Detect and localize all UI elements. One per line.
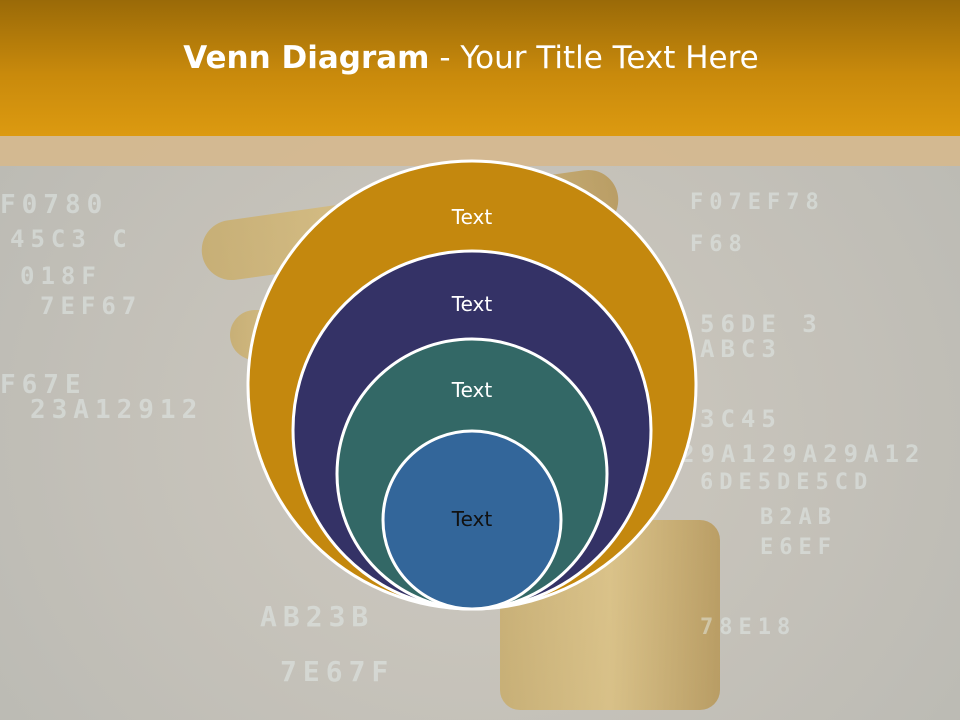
circle-inner xyxy=(381,429,563,611)
slide-title: Venn Diagram - Your Title Text Here xyxy=(0,40,942,76)
circle-outer-label: Text xyxy=(451,205,493,229)
circle-second-label: Text xyxy=(451,292,493,316)
title-bar xyxy=(0,0,960,136)
title-rest: - Your Title Text Here xyxy=(429,40,759,76)
circle-third-label: Text xyxy=(451,378,493,402)
circle-inner-label: Text xyxy=(451,507,493,531)
title-bold: Venn Diagram xyxy=(183,40,430,76)
